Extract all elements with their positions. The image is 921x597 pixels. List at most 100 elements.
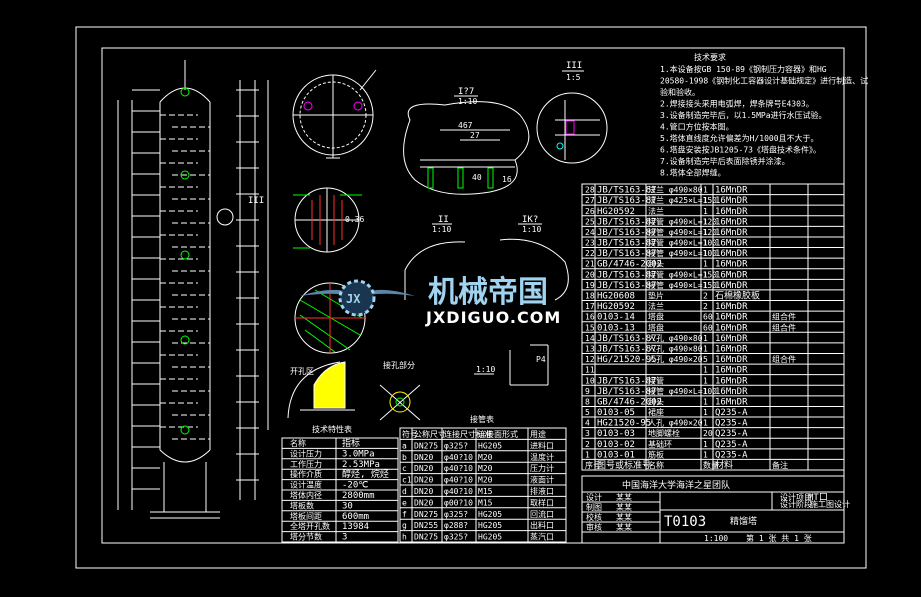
pl-cell: Q235-A	[715, 429, 748, 439]
tb-role: 制图	[586, 502, 602, 512]
pl-cell: 16MnDR	[715, 334, 748, 344]
nz-cell: HG205	[478, 521, 502, 530]
title-block-stage: 设计阶段	[780, 499, 812, 509]
pl-cell: 26	[585, 207, 595, 216]
dim-p4: P4	[536, 355, 546, 364]
manhole-marker	[180, 425, 190, 435]
detail-opening-area: 开孔区	[287, 361, 355, 419]
pl-cell: 法兰	[648, 301, 664, 311]
pl-cell: 16MnDR	[715, 302, 748, 312]
detail-iii: III 1:5	[536, 61, 608, 164]
nz-cell: 连接尺寸标准	[444, 429, 492, 439]
title-block: 中国海洋大学海洋之星团队 T0103 精馏塔 设计项目 MT口 设计阶段 施工图…	[581, 475, 850, 544]
dd-cell-name: 设计压力	[290, 448, 322, 458]
section-view-top	[292, 69, 377, 159]
pl-cell: 图号或标准号	[597, 459, 651, 471]
nz-cell: HG205	[478, 510, 502, 519]
pl-cell: 0103-02	[597, 440, 635, 450]
title-block-project: 设计项目	[780, 492, 812, 502]
watermark-en: JXDIGUO.COM	[425, 308, 561, 327]
nz-cell: 公称尺寸	[414, 429, 446, 439]
pl-cell: JB/TS163-87	[597, 344, 657, 354]
pl-cell: 1	[703, 270, 708, 279]
dd-cell-value: -20℃	[342, 481, 368, 491]
pl-cell: 22	[585, 249, 595, 258]
pl-cell: HG/21520-95	[597, 355, 657, 365]
pl-cell: 16MnDR	[715, 249, 748, 259]
pl-cell: JB/TS163-87	[597, 217, 657, 227]
pl-cell: 1	[703, 387, 708, 396]
pl-cell: 16MnDR	[715, 228, 748, 238]
pl-cell: 60	[703, 313, 713, 322]
dd-cell-name: 名称	[290, 438, 306, 448]
detail-iii-scale: 1:5	[566, 73, 581, 82]
pl-cell: 16MnDR	[715, 196, 748, 206]
nz-cell: e	[402, 498, 407, 507]
tb-role-val: 某某	[616, 513, 632, 522]
pl-cell: 组合件	[772, 354, 796, 364]
pl-cell: 27	[585, 196, 595, 205]
pl-cell: Q235-A	[715, 440, 748, 450]
pl-cell: 名称	[648, 460, 664, 470]
pl-cell: 1	[703, 450, 708, 459]
nz-cell: a	[402, 441, 407, 450]
pl-cell: 21	[585, 260, 595, 269]
pl-cell: 人孔 φ490×20	[648, 419, 703, 428]
pl-cell: 17	[585, 302, 595, 311]
tb-role-val: 某某	[616, 503, 632, 512]
pl-cell: 接管 φ490×L=100	[648, 248, 717, 258]
tech-req-title: 技术要求	[694, 52, 726, 62]
pl-cell: JB/TS163-87	[597, 270, 657, 280]
pl-cell: 24	[585, 228, 595, 237]
view-label-iii: III	[248, 196, 264, 206]
pl-cell: JB/TS163-87	[597, 376, 657, 386]
detail-bottom-scale: 1:10	[476, 365, 495, 374]
pl-cell: 人孔 φ490×80	[648, 334, 703, 343]
nz-cell: g	[402, 521, 407, 530]
pl-cell: 16MnDR	[715, 387, 748, 397]
pl-cell: 1	[703, 260, 708, 269]
watermark-logo-letters: JX	[346, 292, 361, 306]
nz-cell: DN20	[414, 453, 433, 462]
dd-cell-value: 2.53MPa	[342, 460, 380, 470]
pl-cell: 石棉橡胶板	[715, 290, 760, 302]
nz-cell: φ325?	[444, 441, 468, 450]
nz-cell: HG205	[478, 441, 502, 450]
nz-cell: c1	[402, 476, 412, 485]
nz-cell: 用途	[530, 429, 546, 439]
pl-cell: 序号	[585, 460, 601, 470]
pl-cell: 1	[703, 397, 708, 406]
nz-cell: HG205	[478, 533, 502, 542]
pl-cell: 1	[703, 186, 708, 195]
pl-cell: 12	[585, 355, 595, 364]
tb-role: 校核	[586, 512, 602, 522]
pl-cell: 15	[585, 323, 595, 332]
dd-cell-value: 13984	[342, 522, 369, 532]
detail-iii-title: III	[566, 61, 582, 71]
pl-cell: 14	[585, 334, 595, 343]
nz-cell: 蒸汽口	[530, 532, 554, 542]
pl-cell: 1	[703, 344, 708, 353]
pl-cell: 垫片	[648, 291, 664, 301]
pl-cell: HG20608	[597, 292, 635, 302]
pl-cell: 0103-01	[597, 450, 635, 460]
label-kaikongqu: 开孔区	[290, 367, 314, 376]
detail-nozzle-section: 接孔部分	[379, 360, 421, 421]
pl-cell: 地脚螺栓	[648, 428, 680, 438]
pl-cell: 1	[703, 376, 708, 385]
pl-cell: 1	[703, 419, 708, 428]
dd-cell-value: 指标	[342, 437, 360, 449]
nz-cell: DN20	[414, 487, 433, 496]
pl-cell: 人孔 φ490×80	[648, 344, 703, 353]
pl-cell: 组合件	[772, 322, 796, 332]
manhole-marker	[180, 250, 190, 260]
pl-cell: 材料	[715, 459, 733, 471]
pl-cell: 接管 φ490×L=100	[648, 386, 717, 396]
pl-cell: 10	[585, 376, 595, 385]
tech-requirements: 技术要求 1.本设备按GB 150-89《钢制压力容器》和HG20580-199…	[660, 52, 868, 178]
dd-cell-value: 30	[342, 501, 353, 511]
dim-40: 40	[472, 173, 482, 182]
pl-cell: 接管 φ490×L=120	[648, 227, 717, 237]
